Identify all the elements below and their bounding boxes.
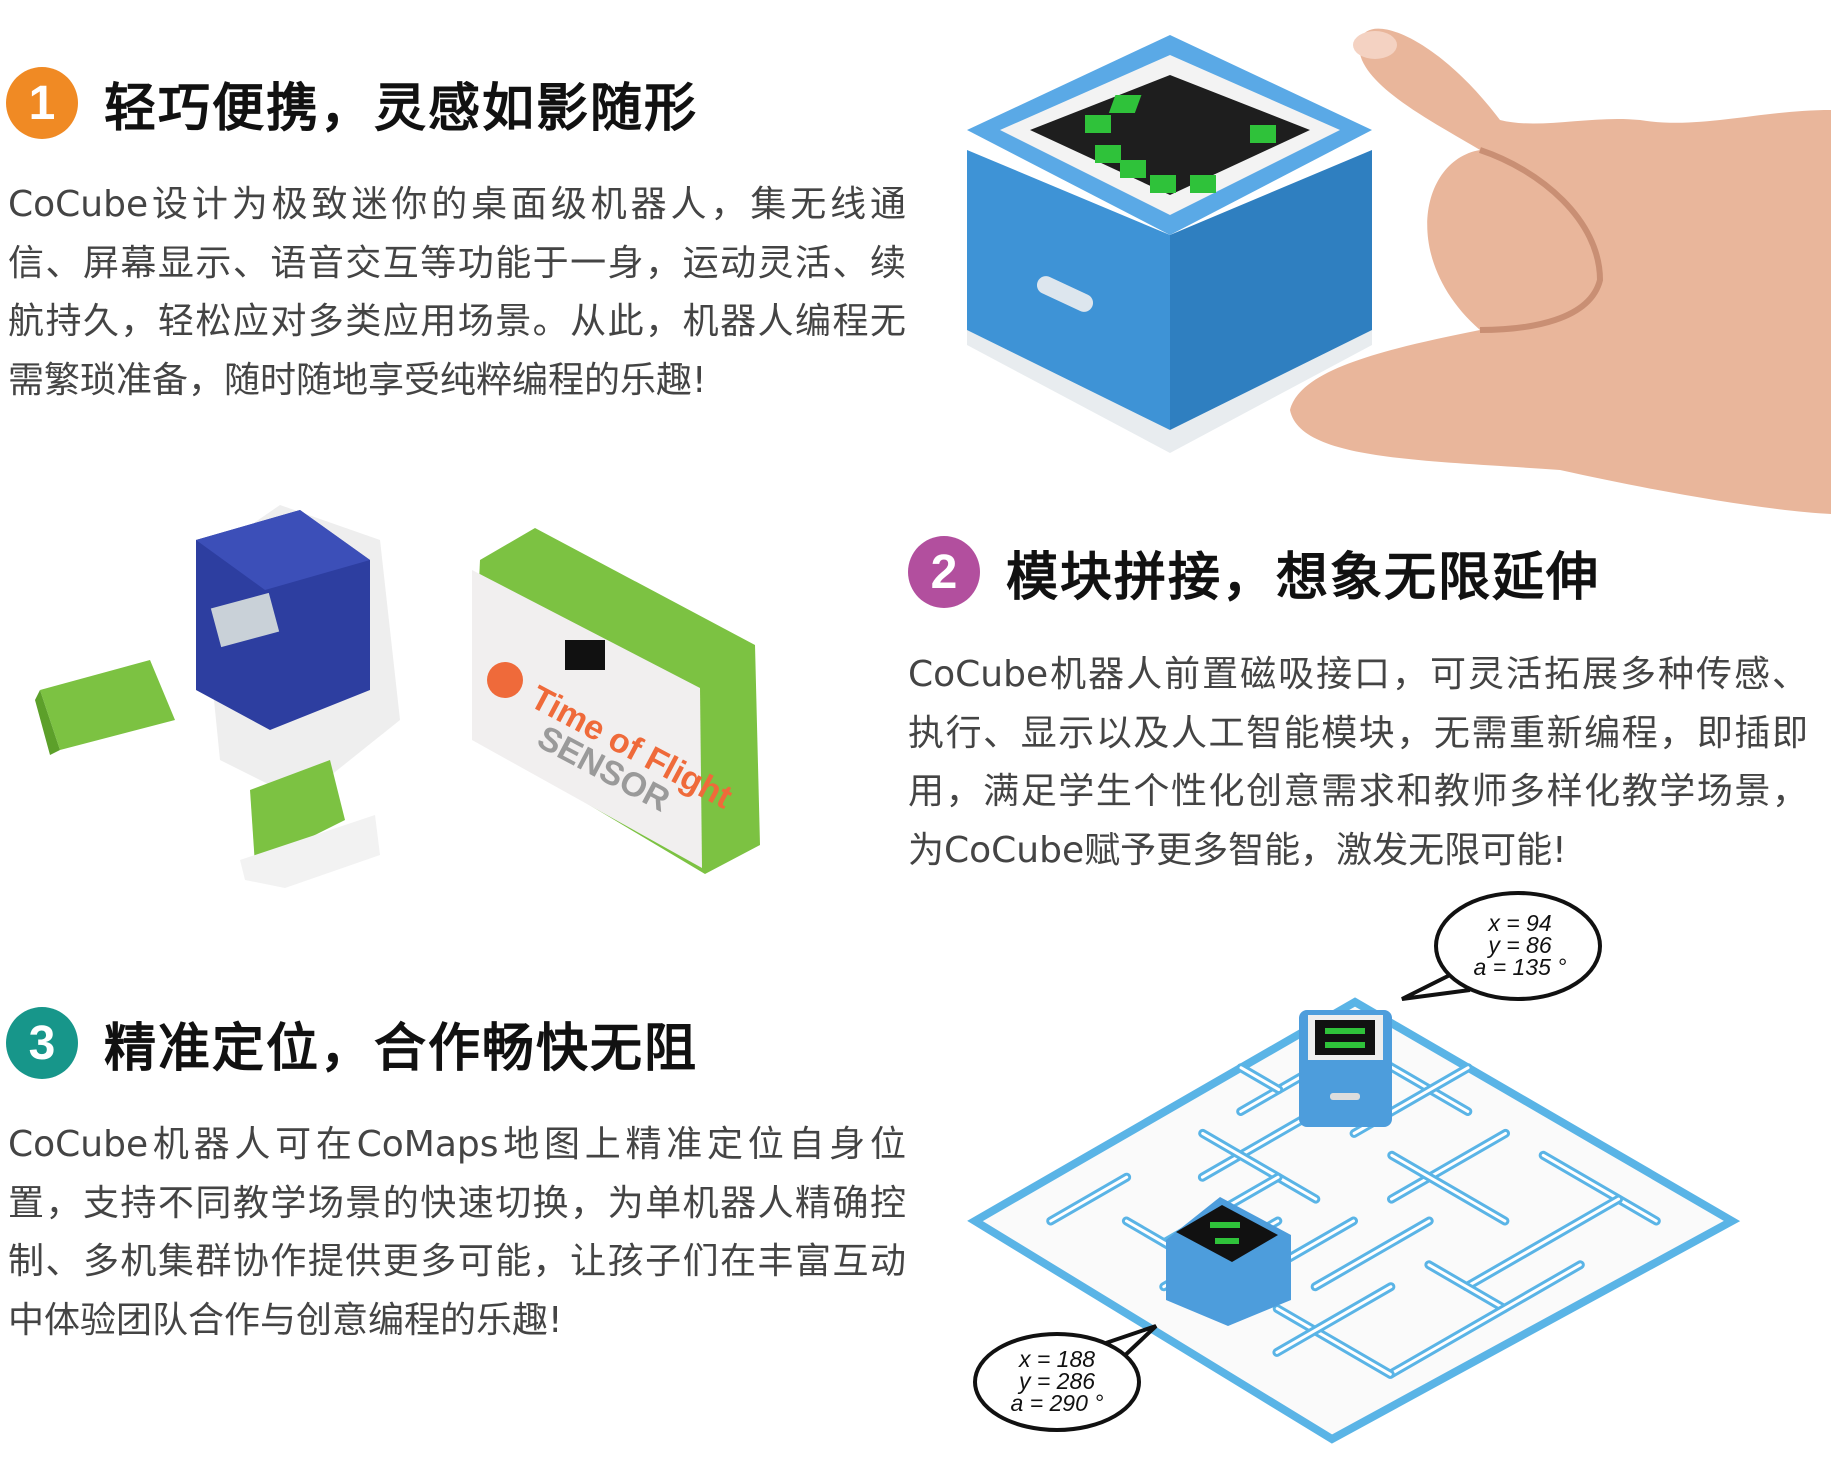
section-3-body: CoCube机器人可在CoMaps地图上精准定位自身位 置，支持不同教学场景的快… bbox=[8, 1116, 906, 1350]
bubble-2-coords: x = 188 y = 286 a = 290 ° bbox=[997, 1346, 1117, 1416]
coord-x: x = 188 bbox=[1018, 1346, 1096, 1372]
body-line: 置，支持不同教学场景的快速切换，为单机器人精确控 bbox=[8, 1182, 906, 1224]
cocube-robot-image bbox=[967, 35, 1372, 453]
number-badge-2: 2 bbox=[908, 536, 980, 608]
section-1-heading: 1 轻巧便携，灵感如影随形 bbox=[6, 63, 698, 143]
maze-wall bbox=[1390, 1131, 1507, 1201]
body-line: CoCube设计为极致迷你的桌面级机器人，集无线通 bbox=[8, 184, 906, 225]
section-2-body: CoCube机器人前置磁吸接口，可灵活拓展多种传感、 执行、显示以及人工智能模块… bbox=[908, 646, 1808, 880]
body-line: 中体验团队合作与创意编程的乐趣! bbox=[8, 1299, 563, 1341]
coord-y: y = 86 bbox=[1488, 932, 1552, 958]
maze-wall bbox=[1390, 1153, 1507, 1223]
section-2-heading: 2 模块拼接，想象无限延伸 bbox=[908, 532, 1600, 612]
body-line: 用，满足学生个性化创意需求和教师多样化教学场景， bbox=[908, 771, 1808, 812]
maze-wall bbox=[1313, 1219, 1431, 1289]
servo-gripper-module-image bbox=[35, 505, 400, 888]
coord-x: x = 94 bbox=[1488, 910, 1552, 936]
number-badge-1: 1 bbox=[6, 67, 78, 139]
number-badge-3: 3 bbox=[6, 1007, 78, 1079]
section-3-heading: 3 精准定位，合作畅快无阻 bbox=[6, 1003, 698, 1083]
maze-wall bbox=[1541, 1153, 1658, 1223]
body-line: 为CoCube赋予更多智能，激发无限可能! bbox=[908, 829, 1567, 871]
hand-image bbox=[1290, 28, 1831, 514]
body-line: 制、多机集群协作提供更多可能，让孩子们在丰富互动 bbox=[8, 1241, 906, 1282]
maze-wall bbox=[1201, 1131, 1318, 1201]
maze-wall bbox=[1275, 1307, 1392, 1376]
body-line: CoCube机器人前置磁吸接口，可灵活拓展多种传感、 bbox=[908, 654, 1808, 695]
maze-wall bbox=[1388, 1263, 1582, 1376]
bubble-1-coords: x = 94 y = 86 a = 135 ° bbox=[1460, 910, 1580, 980]
section-1-title: 轻巧便携，灵感如影随形 bbox=[104, 78, 699, 139]
maze-wall bbox=[1049, 1175, 1129, 1223]
maze-wall bbox=[1239, 1066, 1281, 1092]
body-line: 信、屏幕显示、语音交互等功能于一身，运动灵活、续 bbox=[8, 242, 906, 284]
section-2-title: 模块拼接，想象无限延伸 bbox=[1006, 547, 1601, 608]
cocube-on-map-2 bbox=[1166, 1197, 1291, 1326]
section-3-title: 精准定位，合作畅快无阻 bbox=[104, 1018, 699, 1079]
body-line: 航持久，轻松应对多类应用场景。从此，机器人编程无 bbox=[8, 301, 906, 342]
section-1-body: CoCube设计为极致迷你的桌面级机器人，集无线通 信、屏幕显示、语音交互等功能… bbox=[8, 176, 906, 410]
tof-sensor-module-image: Time of Flight SENSOR bbox=[472, 528, 760, 874]
coord-angle: a = 135 ° bbox=[1473, 954, 1567, 980]
body-line: 执行、显示以及人工智能模块，无需重新编程，即插即 bbox=[908, 712, 1808, 754]
speech-bubble-2 bbox=[973, 1324, 1158, 1432]
maze-wall bbox=[1465, 1197, 1621, 1289]
coord-y: y = 286 bbox=[1018, 1368, 1096, 1394]
body-line: 需繁琐准备，随时随地享受纯粹编程的乐趣! bbox=[8, 359, 707, 401]
speech-bubble-1 bbox=[1401, 891, 1602, 1001]
maze-wall bbox=[1275, 1285, 1393, 1354]
body-line: CoCube机器人可在CoMaps地图上精准定位自身位 bbox=[8, 1124, 906, 1165]
cocube-on-map-1 bbox=[1299, 1010, 1392, 1127]
coord-angle: a = 290 ° bbox=[1010, 1390, 1104, 1416]
maze-wall bbox=[1427, 1263, 1506, 1311]
